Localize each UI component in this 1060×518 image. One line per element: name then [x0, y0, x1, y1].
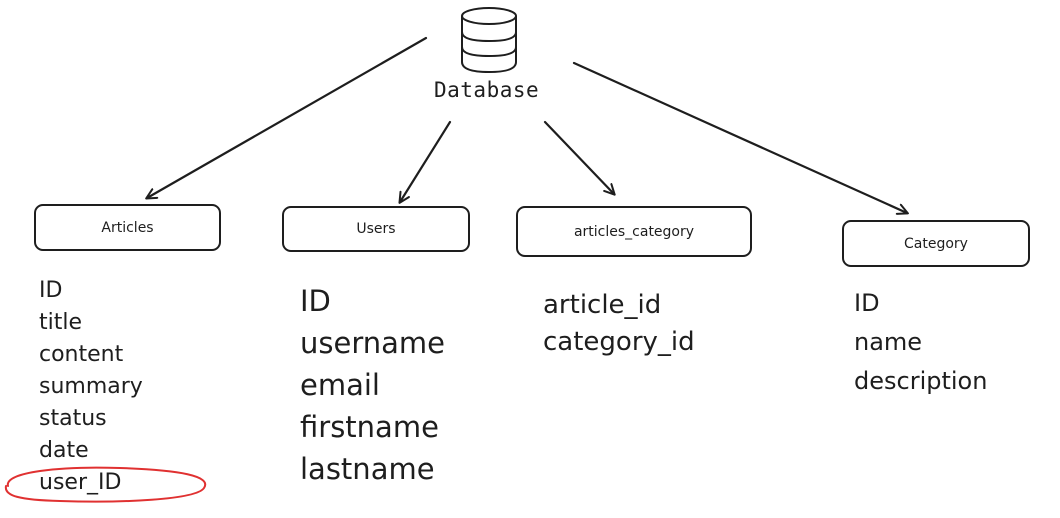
table-name-articles: Articles [101, 219, 154, 236]
arrow-to-articles [145, 36, 428, 200]
table-box-articles-category: articles_category [516, 206, 752, 257]
database-label: Database [434, 78, 540, 102]
field-list-users: ID username email firstname lastname [300, 280, 445, 490]
field-list-articles-category: article_id category_id [543, 287, 695, 361]
table-box-users: Users [282, 206, 470, 252]
table-name-users: Users [356, 221, 396, 237]
field-item: firstname [300, 410, 439, 444]
field-item-highlighted: user_ID [39, 470, 122, 495]
database-icon [461, 7, 517, 74]
field-item: email [300, 368, 380, 402]
field-item: status [39, 406, 107, 431]
field-list-category: ID name description [854, 284, 987, 401]
table-box-category: Category [842, 220, 1030, 267]
field-item: ID [300, 284, 331, 318]
arrow-to-category [572, 61, 909, 215]
arrow-to-users [398, 120, 452, 204]
field-item: ID [39, 278, 63, 303]
field-list-articles: ID title content summary status date use… [39, 275, 143, 499]
field-item: article_id [543, 290, 662, 320]
highlight-ellipse [4, 466, 207, 503]
field-item: ID [854, 289, 880, 317]
field-item: username [300, 326, 445, 360]
table-box-articles: Articles [34, 204, 221, 251]
field-item: content [39, 342, 124, 367]
field-item: lastname [300, 452, 435, 486]
field-item: category_id [543, 327, 695, 357]
arrow-to-articles-category [543, 120, 616, 196]
field-item: description [854, 367, 988, 395]
field-item: title [39, 310, 83, 335]
table-name-category: Category [904, 235, 968, 252]
table-name-articles-category: articles_category [573, 223, 695, 240]
field-item: date [39, 438, 89, 463]
field-item: name [854, 328, 923, 356]
field-item: summary [39, 374, 143, 399]
